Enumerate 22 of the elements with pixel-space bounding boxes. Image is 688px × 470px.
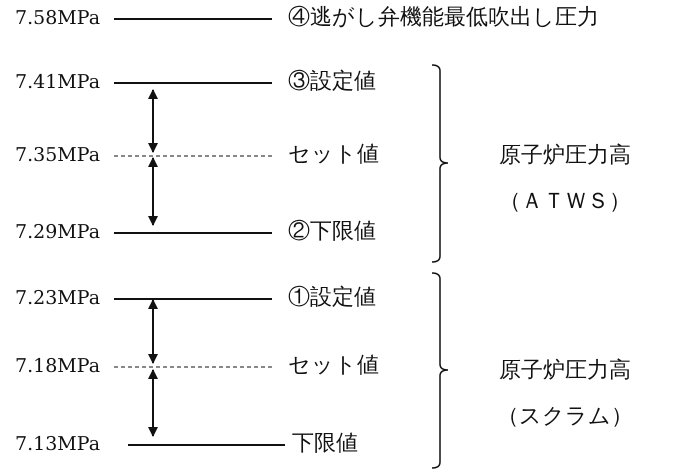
level-label: ①設定値: [288, 287, 376, 309]
level-line: [114, 18, 272, 20]
group-label: 原子炉圧力高（スクラム）: [496, 357, 634, 431]
pressure-value: 7.23MPa: [15, 288, 100, 308]
group-label: 原子炉圧力高（ＡＴＷＳ）: [498, 142, 632, 216]
level-line: [114, 82, 272, 84]
level-line: [128, 444, 285, 446]
level-label: セット値: [288, 355, 379, 377]
level-label: セット値: [288, 144, 379, 166]
pressure-value: 7.18MPa: [15, 356, 100, 376]
pressure-value: 7.41MPa: [15, 72, 100, 92]
level-label: ④逃がし弁機能最低吹出し圧力: [288, 7, 599, 29]
dashed-level-line: [114, 366, 272, 368]
level-label: ③設定値: [288, 71, 376, 93]
level-line: [114, 232, 272, 234]
level-label: ②下限値: [288, 221, 376, 243]
pressure-value: 7.58MPa: [15, 8, 100, 28]
pressure-value: 7.35MPa: [15, 146, 100, 164]
pressure-value: 7.29MPa: [15, 222, 100, 242]
level-line: [114, 298, 272, 300]
pressure-value: 7.13MPa: [15, 434, 100, 454]
level-label: 下限値: [292, 433, 358, 455]
